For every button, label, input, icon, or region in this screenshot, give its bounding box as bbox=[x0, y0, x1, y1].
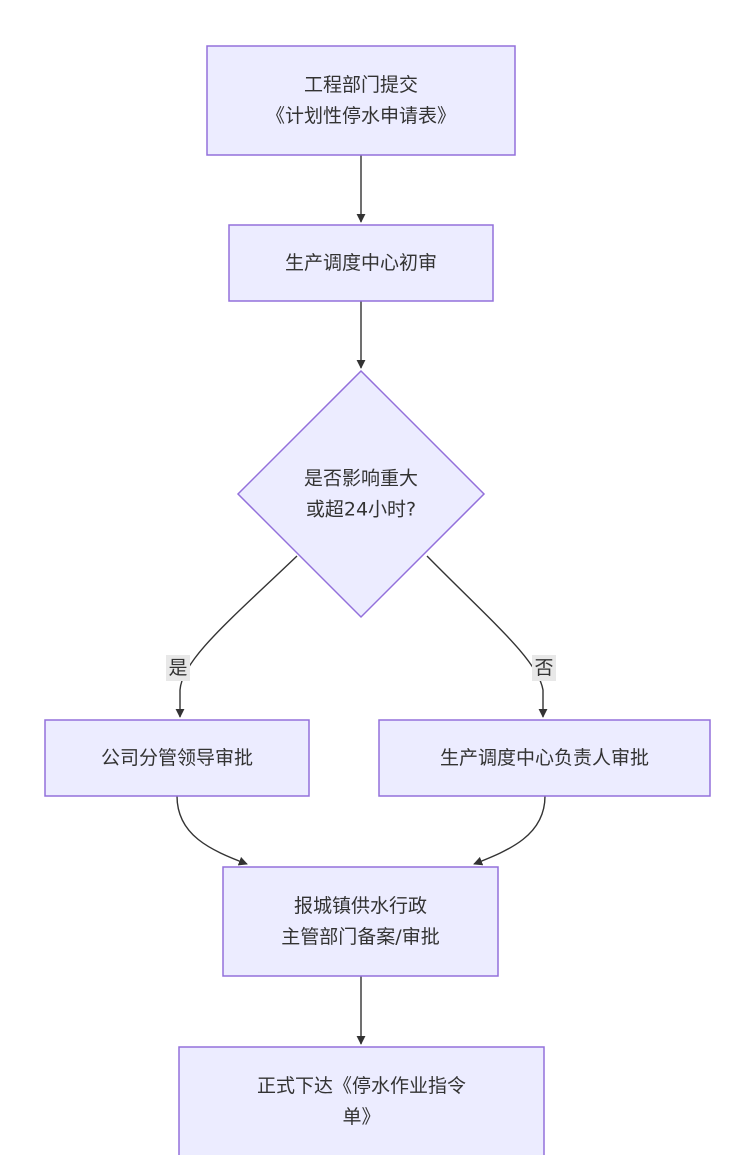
node-initial-review: 生产调度中心初审 bbox=[228, 224, 494, 302]
edge-label-text: 是 bbox=[168, 657, 187, 679]
edge-label-background bbox=[166, 655, 190, 681]
edge-label: 是 bbox=[166, 655, 190, 681]
node-box bbox=[44, 719, 310, 797]
node-center-head-approval: 生产调度中心负责人审批 bbox=[378, 719, 711, 797]
edge-decision-to-center-head-approval bbox=[426, 555, 548, 718]
node-label-line: 公司分管领导审批 bbox=[101, 747, 253, 769]
decision-diamond-shape bbox=[236, 369, 486, 619]
node-box bbox=[206, 45, 516, 156]
node-box bbox=[378, 719, 711, 797]
edge-leader-approval-to-report-filing bbox=[176, 795, 248, 866]
node-label-line: 报城镇供水行政 bbox=[294, 895, 427, 917]
edge-label-text: 否 bbox=[534, 657, 553, 679]
edge-label: 否 bbox=[532, 655, 556, 681]
node-leader-approval: 公司分管领导审批 bbox=[44, 719, 310, 797]
node-label-line: 生产调度中心初审 bbox=[285, 252, 437, 274]
node-label-line: 生产调度中心负责人审批 bbox=[440, 747, 649, 769]
edge-decision-to-leader-approval bbox=[175, 555, 298, 718]
edge-center-head-approval-to-report-filing bbox=[473, 795, 546, 866]
node-box bbox=[222, 866, 499, 977]
node-label-line: 单》 bbox=[342, 1106, 380, 1128]
nodes-layer: 工程部门提交《计划性停水申请表》生产调度中心初审是否影响重大或超24小时?公司分… bbox=[44, 45, 711, 1155]
node-label-line: 或超24小时? bbox=[306, 499, 416, 521]
node-submit: 工程部门提交《计划性停水申请表》 bbox=[206, 45, 516, 156]
edge-labels-layer: 是否 bbox=[166, 655, 556, 681]
node-label-line: 《计划性停水申请表》 bbox=[266, 105, 456, 127]
edge-label-background bbox=[532, 655, 556, 681]
edges-layer bbox=[175, 155, 548, 1045]
node-label-line: 工程部门提交 bbox=[304, 74, 418, 96]
node-label-line: 是否影响重大 bbox=[304, 468, 418, 490]
node-box bbox=[228, 224, 494, 302]
node-label-line: 主管部门备案/审批 bbox=[281, 926, 439, 948]
node-box bbox=[178, 1046, 545, 1155]
node-label-line: 正式下达《停水作业指令 bbox=[257, 1075, 466, 1097]
